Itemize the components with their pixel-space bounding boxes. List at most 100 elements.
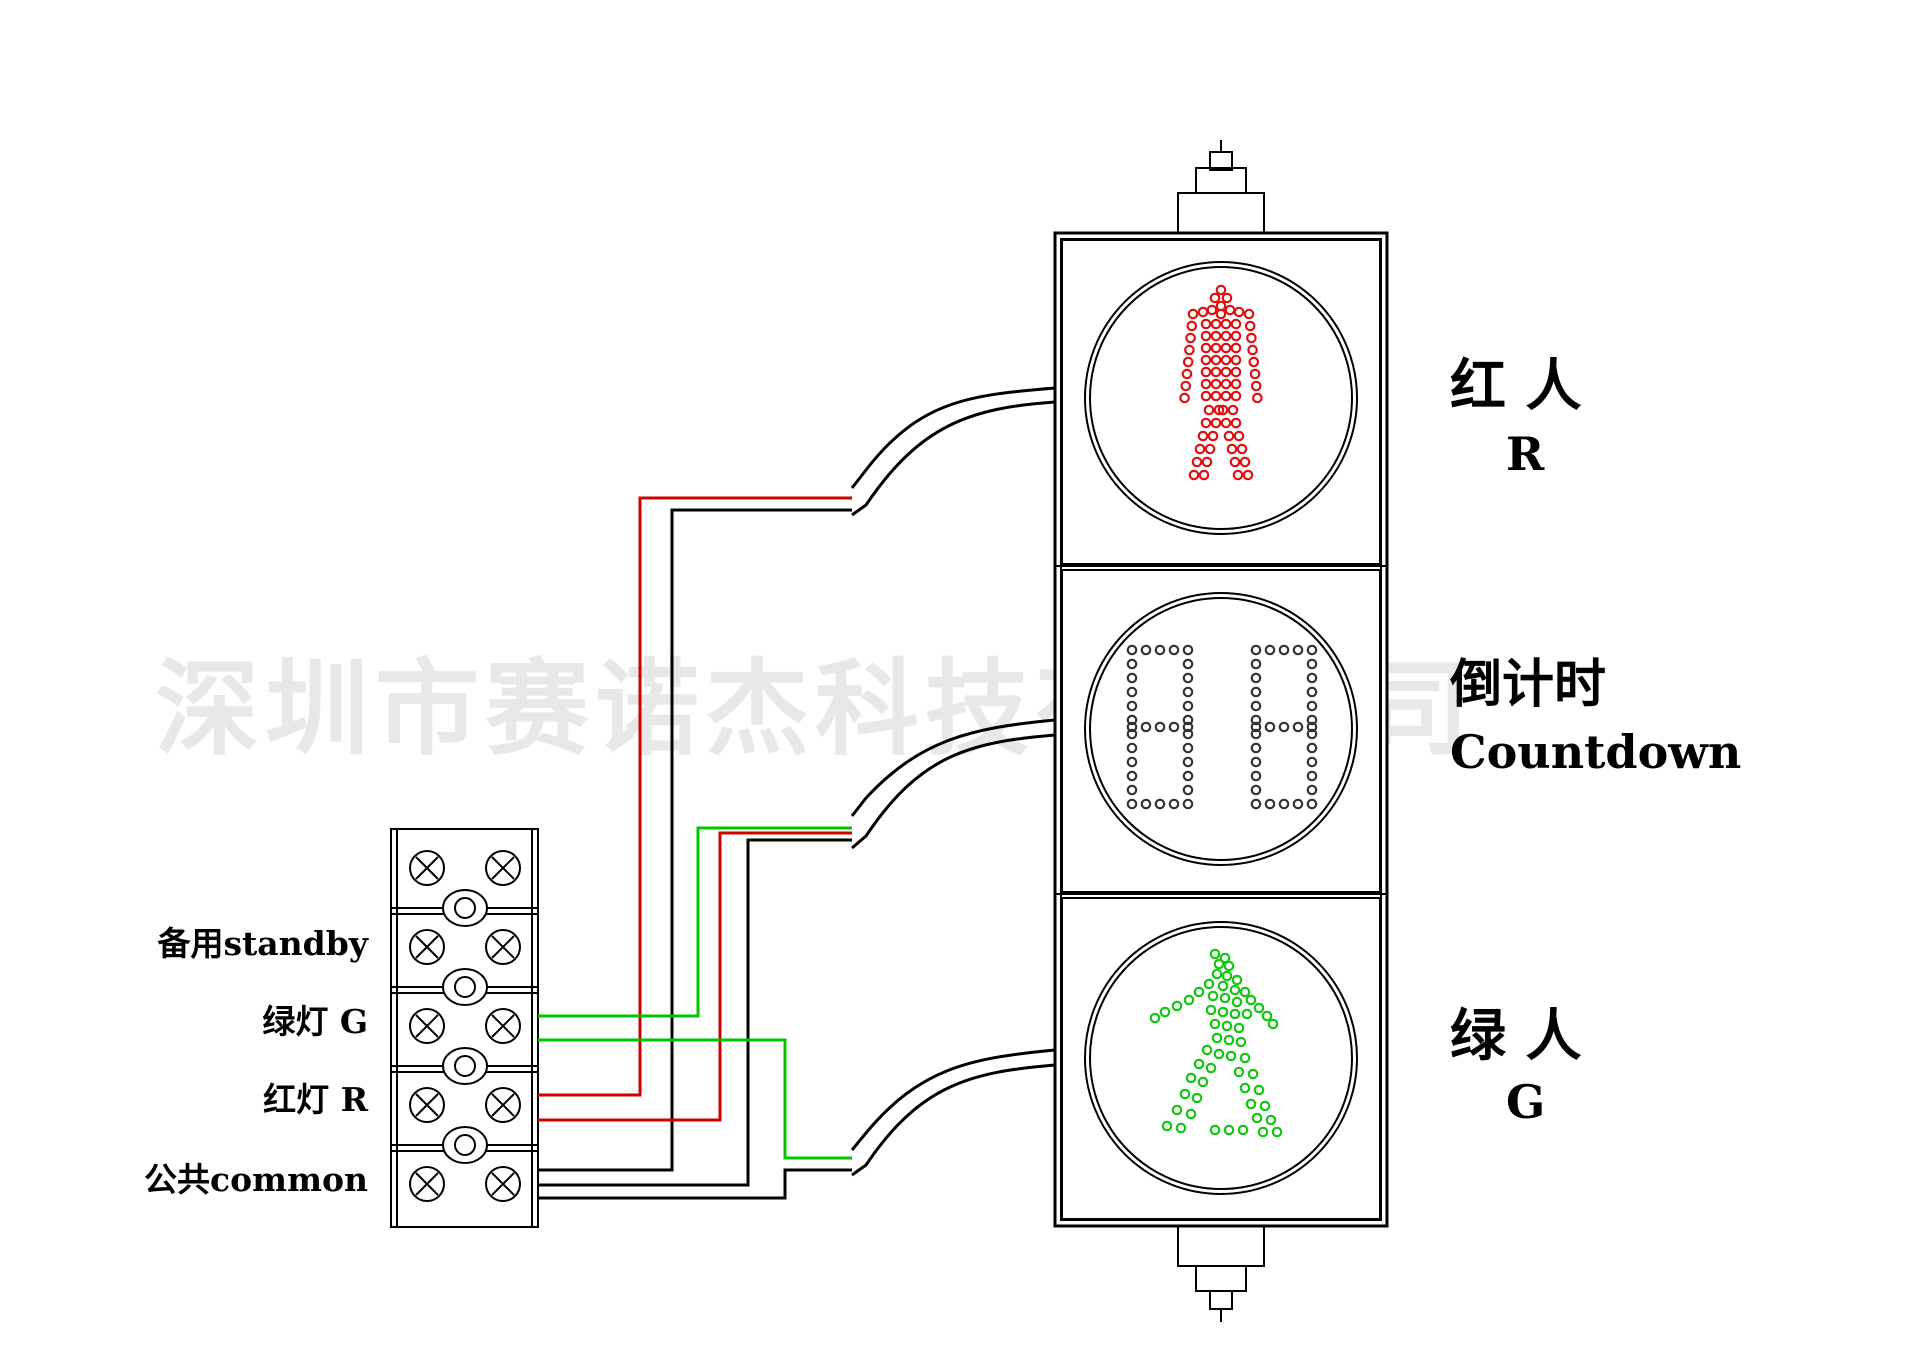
green-man-led bbox=[1205, 1004, 1217, 1016]
green-man-led bbox=[1209, 1018, 1221, 1030]
red-man-led bbox=[1215, 284, 1227, 296]
green-man-led bbox=[1225, 1050, 1237, 1062]
countdown-led bbox=[1292, 721, 1304, 733]
red-man-led bbox=[1204, 443, 1216, 455]
terminal-screw-icon bbox=[409, 850, 445, 886]
red-man-led bbox=[1209, 292, 1221, 304]
red-man-led bbox=[1206, 304, 1218, 316]
green-wire-bottom bbox=[538, 1038, 852, 1160]
green-man-led bbox=[1259, 1100, 1271, 1112]
green-man-led bbox=[1219, 992, 1231, 1004]
countdown-led bbox=[1126, 770, 1138, 782]
wires bbox=[538, 496, 852, 1200]
terminal-divider-ring bbox=[442, 968, 488, 1006]
red-man-led bbox=[1249, 368, 1261, 380]
countdown-led bbox=[1250, 798, 1262, 810]
countdown-led bbox=[1182, 721, 1194, 733]
red-man-led bbox=[1197, 430, 1209, 442]
red-man-led bbox=[1248, 356, 1260, 368]
green-man-led bbox=[1271, 1126, 1283, 1138]
green-man-led bbox=[1231, 974, 1243, 986]
red-man-led bbox=[1220, 330, 1232, 342]
countdown-led bbox=[1168, 644, 1180, 656]
red-man-led bbox=[1210, 366, 1222, 378]
label-red-man-code: R bbox=[1506, 427, 1545, 481]
label-green-man: 绿 人 bbox=[1450, 1003, 1582, 1069]
green-man-led bbox=[1265, 1114, 1277, 1126]
countdown-led bbox=[1306, 770, 1318, 782]
green-man-led bbox=[1233, 1066, 1245, 1078]
countdown-led bbox=[1126, 686, 1138, 698]
green-man-led bbox=[1197, 1076, 1209, 1088]
red-man-led bbox=[1244, 320, 1256, 332]
led-dots bbox=[1126, 284, 1318, 1138]
label-countdown-cn: 倒计时 bbox=[1449, 654, 1606, 715]
countdown-led bbox=[1306, 686, 1318, 698]
green-man-led bbox=[1247, 1068, 1259, 1080]
countdown-led bbox=[1250, 756, 1262, 768]
countdown-led bbox=[1126, 672, 1138, 684]
countdown-led bbox=[1278, 798, 1290, 810]
red-man-led bbox=[1243, 308, 1255, 320]
green-man-led bbox=[1149, 1012, 1161, 1024]
green-man-led bbox=[1261, 1010, 1273, 1022]
countdown-led bbox=[1126, 714, 1138, 726]
red-man-led bbox=[1230, 417, 1242, 429]
countdown-led bbox=[1292, 644, 1304, 656]
label-red-lamp: 红灯 R bbox=[263, 1080, 368, 1119]
countdown-led bbox=[1306, 658, 1318, 670]
red-man-led bbox=[1194, 443, 1206, 455]
green-man-led bbox=[1241, 1008, 1253, 1020]
countdown-led bbox=[1250, 700, 1262, 712]
countdown-led bbox=[1182, 742, 1194, 754]
green-man-led bbox=[1267, 1018, 1279, 1030]
label-red-man: 红 人 bbox=[1450, 353, 1582, 419]
countdown-led bbox=[1126, 658, 1138, 670]
red-man-led bbox=[1230, 330, 1242, 342]
terminal-screw-icon bbox=[409, 1008, 445, 1044]
green-man-led bbox=[1203, 978, 1215, 990]
red-man-led bbox=[1179, 392, 1190, 404]
countdown-led bbox=[1126, 728, 1138, 740]
green-man-led bbox=[1239, 1052, 1251, 1064]
red-man-led bbox=[1201, 456, 1213, 468]
green-wire-countdown bbox=[538, 826, 852, 1018]
red-man-led bbox=[1221, 292, 1233, 304]
red-man-led bbox=[1200, 354, 1212, 366]
countdown-led bbox=[1250, 721, 1262, 733]
green-man-led bbox=[1209, 1124, 1221, 1136]
red-man-led bbox=[1230, 354, 1242, 366]
label-green-man-code: G bbox=[1506, 1075, 1545, 1129]
countdown-led bbox=[1182, 784, 1194, 796]
countdown-led bbox=[1306, 672, 1318, 684]
red-man-led bbox=[1236, 443, 1248, 455]
countdown-led bbox=[1306, 756, 1318, 768]
red-man-led bbox=[1210, 330, 1222, 342]
black-wire-countdown bbox=[538, 838, 852, 1187]
terminal-screw-icon bbox=[409, 1087, 445, 1123]
countdown-led bbox=[1306, 728, 1318, 740]
green-man-led bbox=[1223, 1124, 1235, 1136]
countdown-led bbox=[1250, 742, 1262, 754]
red-man-led bbox=[1226, 443, 1238, 455]
black-wire-top bbox=[538, 508, 852, 1172]
red-man-led bbox=[1200, 417, 1212, 429]
red-man-led bbox=[1242, 469, 1254, 481]
green-man-led bbox=[1161, 1120, 1173, 1132]
red-man-led bbox=[1233, 306, 1245, 318]
red-man-led bbox=[1220, 417, 1232, 429]
countdown-led bbox=[1182, 700, 1194, 712]
red-man-led bbox=[1250, 380, 1262, 392]
green-man-led bbox=[1231, 996, 1243, 1008]
green-man-led bbox=[1217, 1006, 1229, 1018]
countdown-led bbox=[1126, 784, 1138, 796]
countdown-led bbox=[1140, 798, 1152, 810]
countdown-led bbox=[1292, 798, 1304, 810]
green-man-led bbox=[1185, 1108, 1197, 1120]
terminal-divider-ring bbox=[442, 1126, 488, 1164]
red-man-led bbox=[1184, 344, 1195, 356]
red-man-led bbox=[1186, 320, 1198, 332]
red-man-led bbox=[1230, 318, 1242, 330]
countdown-led bbox=[1154, 644, 1166, 656]
green-man-led bbox=[1217, 980, 1229, 992]
